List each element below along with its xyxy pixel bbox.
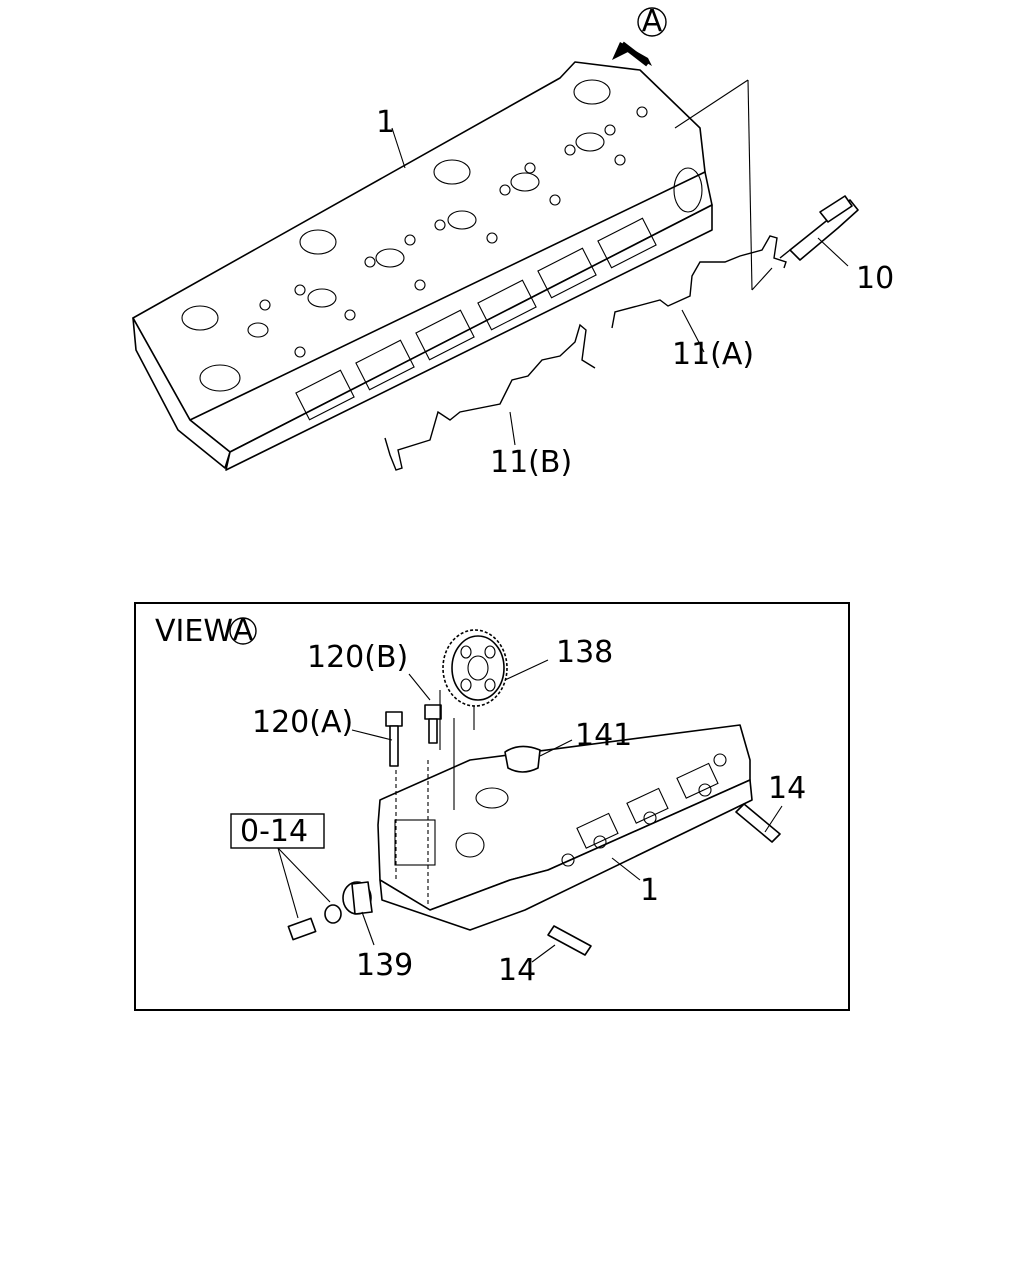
view-a-title-circle <box>229 617 257 645</box>
callout-stud-bottom: 14 <box>498 953 536 988</box>
bolt-120b-drawing <box>424 704 442 744</box>
view-a-arrow: A <box>612 4 667 67</box>
bolt-120a-drawing <box>385 711 403 767</box>
view-a-title: VIEW <box>155 614 233 649</box>
callout-connector-b: 11(B) <box>490 445 572 480</box>
upper-assembly-view: A 1 10 11(A) 11(B) <box>132 4 894 480</box>
callout-kit: 0-14 <box>240 814 308 849</box>
callout-cap: 139 <box>356 948 413 983</box>
bolt-holes <box>259 106 648 358</box>
view-a-panel: VIEW A <box>134 602 850 1011</box>
gear-138-drawing <box>442 629 508 707</box>
head-end-drawing <box>377 724 753 931</box>
key-141-drawing <box>504 745 541 773</box>
connector-11b-drawing <box>384 323 596 471</box>
kit-0-14-drawing <box>230 813 342 941</box>
cylinder-head-drawing <box>132 61 713 471</box>
cap-139-drawing <box>342 881 373 915</box>
view-a-leader-lines <box>277 659 783 963</box>
callout-cylinder-head: 1 <box>376 105 395 140</box>
stud-bottom-drawing <box>547 925 592 956</box>
view-a-marker-label: A <box>642 4 663 39</box>
connector-11a-drawing <box>611 235 787 329</box>
kit-0-14-box <box>230 813 325 849</box>
callout-gear: 138 <box>556 635 613 670</box>
view-a-title-circle-label: A <box>233 613 254 648</box>
glow-plug-drawing <box>779 195 859 261</box>
upper-leader-lines <box>391 79 849 446</box>
callout-cylinder-head-view-a: 1 <box>640 873 659 908</box>
callout-bolt-120b: 120(B) <box>307 640 408 675</box>
callout-connector-a: 11(A) <box>672 337 754 372</box>
callout-glow-plug: 10 <box>856 261 894 296</box>
callout-stud-right: 14 <box>768 771 806 806</box>
stud-right-drawing <box>735 803 781 843</box>
callout-key: 141 <box>575 718 632 753</box>
view-a-frame <box>134 602 850 1011</box>
callout-bolt-120a: 120(A) <box>252 705 353 740</box>
